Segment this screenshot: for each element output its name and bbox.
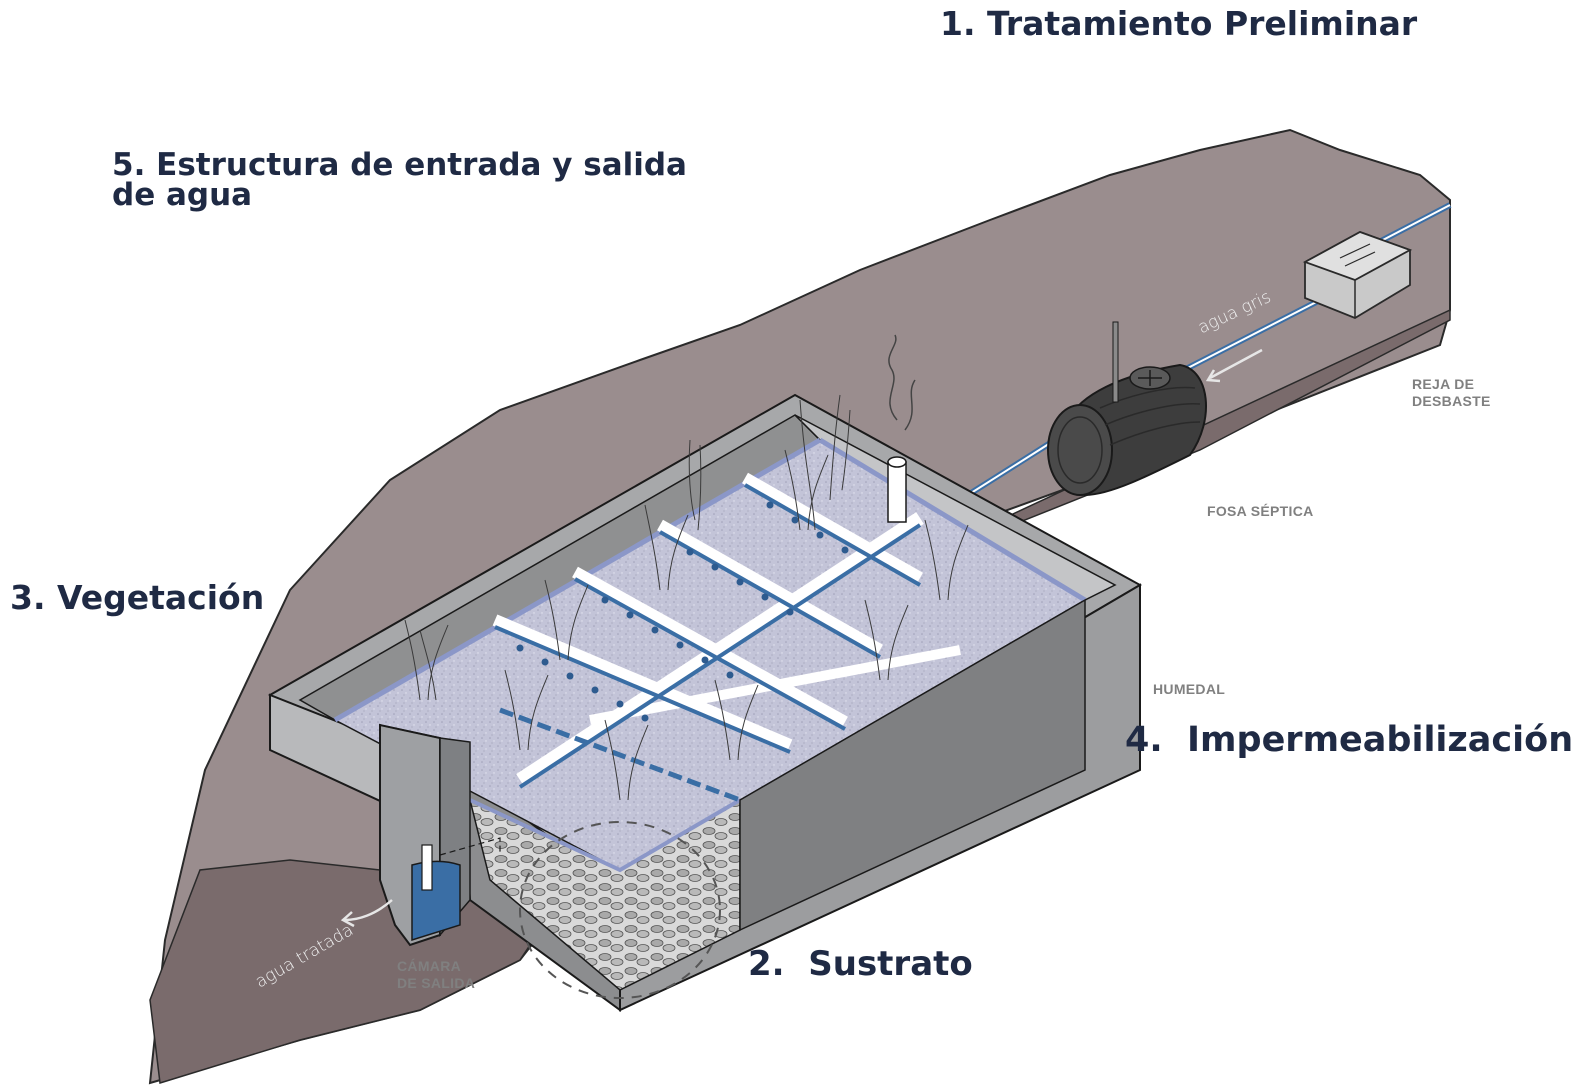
title-vegetation: 3. Vegetación bbox=[10, 578, 265, 617]
label-septic-tank: FOSA SÉPTICA bbox=[1207, 503, 1314, 519]
septic-tank bbox=[1047, 321, 1207, 497]
title-waterproofing: 4. Impermeabilización bbox=[1125, 720, 1573, 760]
outlet-chamber bbox=[340, 723, 501, 947]
label-wetland: HUMEDAL bbox=[1153, 681, 1226, 697]
grey-water-arrow bbox=[1209, 348, 1263, 380]
distribution-pipes bbox=[492, 334, 961, 803]
title-inlet-outlet-structure: 5. Estructura de entrada y salida de agu… bbox=[112, 147, 687, 213]
vegetation bbox=[404, 394, 969, 801]
screen-box bbox=[1302, 231, 1413, 320]
label-screen: REJA DE DESBASTE bbox=[1412, 376, 1491, 409]
title-substrate: 2. Sustrato bbox=[748, 944, 973, 984]
title-preliminary-treatment: 1. Tratamiento Preliminar bbox=[940, 4, 1418, 43]
label-outlet-chamber: CÁMARA DE SALIDA bbox=[397, 958, 476, 991]
treated-water-arrow bbox=[344, 899, 393, 922]
